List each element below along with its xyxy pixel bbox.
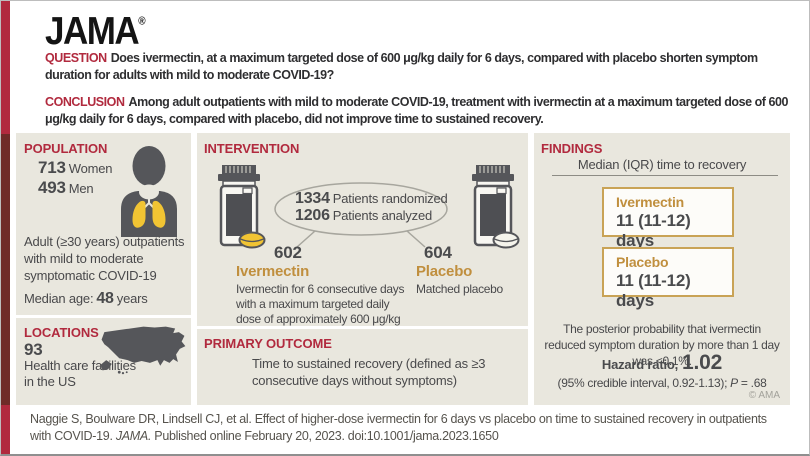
- posterior-probability-text: The posterior probability that ivermecti…: [544, 322, 780, 368]
- ama-copyright: © AMA: [748, 390, 780, 401]
- question-text: Does ivermectin, at a maximum targeted d…: [45, 51, 758, 82]
- hazard-ratio: Hazard ratio,1.02: [534, 351, 790, 375]
- men-label: Men: [68, 181, 94, 196]
- citation: Naggie S, Boulware DR, Lindsell CJ, et a…: [30, 411, 782, 445]
- ivermectin-result-value: 11 (11-12) days: [616, 211, 691, 250]
- citation-text: Naggie S, Boulware DR, Lindsell CJ, et a…: [30, 412, 767, 443]
- ivermectin-bottle-icon: [218, 165, 266, 249]
- women-count: 713: [38, 158, 66, 177]
- findings-divider-line: [552, 175, 778, 176]
- accent-bar-top: [1, 1, 10, 134]
- ivermectin-arm-description: Ivermectin for 6 consecutive days with a…: [236, 282, 405, 326]
- primary-outcome-title: PRIMARY OUTCOME: [204, 336, 332, 351]
- placebo-result-box: Placebo 11 (11-12) days: [602, 247, 734, 310]
- placebo-arm-description: Matched placebo: [416, 282, 503, 296]
- intervention-panel: INTERVENTION: [197, 133, 528, 326]
- conclusion-label: CONCLUSION: [45, 95, 125, 109]
- analyzed-label: Patients analyzed: [332, 208, 433, 223]
- findings-panel: FINDINGS Median (IQR) time to recovery I…: [534, 133, 790, 405]
- citation-journal: JAMA.: [115, 429, 152, 443]
- us-map-icon: [100, 326, 186, 375]
- analyzed-count: 1206: [295, 207, 330, 224]
- ivermectin-result-box: Ivermectin 11 (11-12) days: [602, 187, 734, 250]
- locations-title: LOCATIONS: [24, 325, 99, 340]
- findings-subtitle: Median (IQR) time to recovery: [577, 157, 747, 172]
- conclusion-text: Among adult outpatients with mild to mod…: [45, 95, 789, 126]
- credible-interval-text: (95% credible interval, 0.92-1.13);: [557, 376, 731, 390]
- placebo-arm-name: Placebo: [416, 263, 473, 280]
- primary-outcome-text: Time to sustained recovery (defined as ≥…: [252, 356, 486, 388]
- citation-date-doi: Published online February 20, 2023. doi:…: [151, 429, 499, 443]
- randomized-label: Patients randomized: [332, 191, 448, 206]
- locations-panel: LOCATIONS 93 Health care facilities in t…: [16, 318, 191, 405]
- question-label: QUESTION: [45, 51, 107, 65]
- women-label: Women: [68, 161, 113, 176]
- placebo-result-value: 11 (11-12) days: [616, 271, 691, 310]
- hazard-ratio-value: 1.02: [682, 351, 723, 374]
- accent-bar-middle: [1, 134, 10, 405]
- randomization-ellipse: [274, 182, 448, 248]
- placebo-arm-n: 604: [424, 243, 452, 262]
- men-count: 493: [38, 178, 66, 197]
- jama-logo-text: JAMA: [45, 10, 140, 53]
- placebo-arm: 604 Placebo Matched placebo: [416, 243, 520, 297]
- placebo-result-name: Placebo: [616, 254, 669, 270]
- registered-mark: ®: [138, 15, 146, 28]
- ivermectin-result-name: Ivermectin: [616, 194, 685, 210]
- median-age-unit: years: [116, 291, 148, 306]
- median-age-value: 48: [96, 290, 114, 307]
- intervention-title: INTERVENTION: [204, 141, 300, 156]
- primary-outcome-panel: PRIMARY OUTCOME Time to sustained recove…: [197, 329, 528, 405]
- population-description: Adult (≥30 years) outpatients with mild …: [24, 234, 185, 283]
- credible-interval: (95% credible interval, 0.92-1.13); P = …: [534, 376, 790, 390]
- accent-bar-bottom: [1, 405, 10, 454]
- person-lungs-icon: [121, 146, 177, 237]
- median-age-label: Median age:: [24, 291, 94, 306]
- placebo-bottle-icon: [472, 165, 520, 249]
- population-title: POPULATION: [24, 141, 108, 156]
- p-symbol: P: [730, 376, 738, 390]
- ivermectin-arm: 602 Ivermectin Ivermectin for 6 consecut…: [236, 243, 416, 327]
- hazard-ratio-label: Hazard ratio,: [601, 357, 679, 372]
- p-value: = .68: [737, 376, 767, 390]
- jama-logo: JAMA®: [45, 10, 146, 54]
- findings-title: FINDINGS: [541, 141, 603, 156]
- randomized-count: 1334: [295, 190, 330, 207]
- ivermectin-arm-n: 602: [274, 243, 302, 262]
- locations-count: 93: [24, 340, 43, 359]
- ivermectin-arm-name: Ivermectin: [236, 263, 310, 280]
